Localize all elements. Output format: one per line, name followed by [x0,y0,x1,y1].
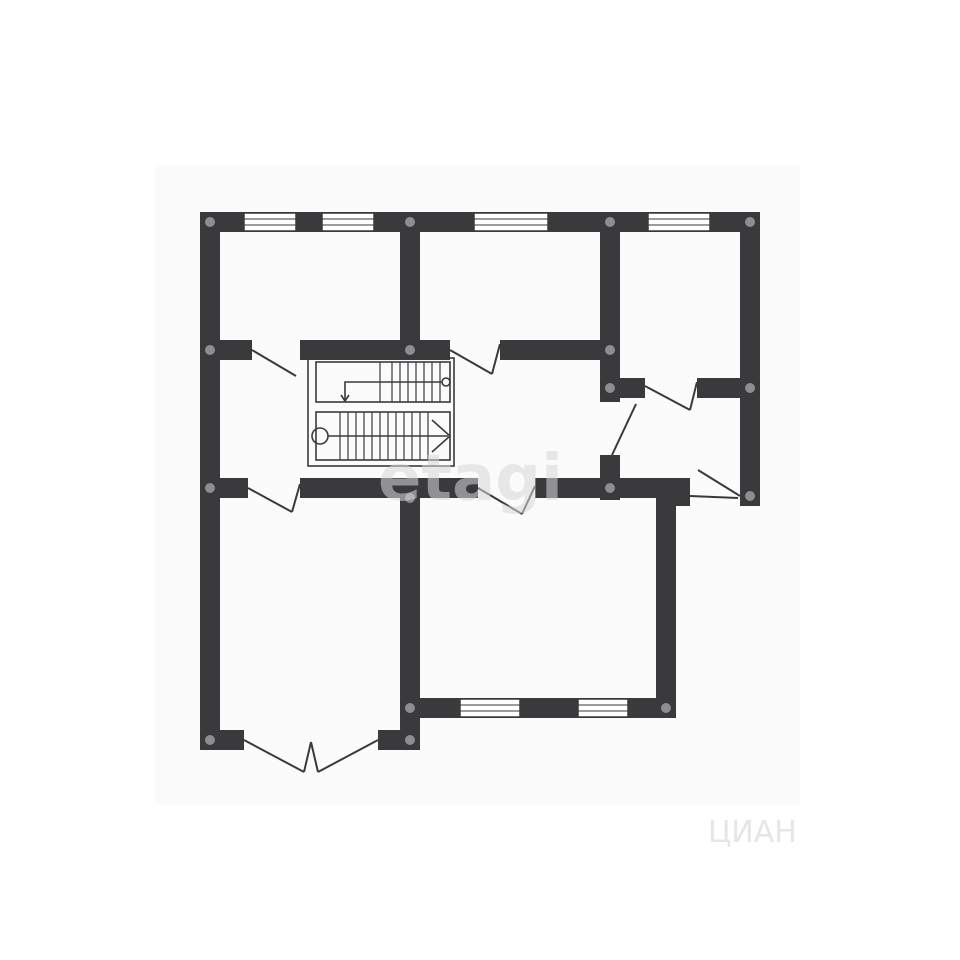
door-6 [611,403,637,456]
wall-bottom-left-b [378,730,420,750]
wall-h-480-a [200,478,248,498]
door-3 [491,343,501,375]
wall-nodes [205,217,755,745]
stair-arrow-upper [340,394,350,403]
wall-v-lower [400,478,420,750]
entry-door-left-end [303,741,312,773]
window-top-2 [321,212,375,232]
wall-h-340-c [500,340,620,360]
door-2 [449,349,493,375]
wall-v-lower-right-cap [668,486,690,506]
watermark-center: etagi [378,442,563,516]
watermark-corner: ЦИАН [708,815,797,850]
wall-right [740,212,760,506]
window-bottom-1 [459,698,521,718]
door-4 [644,385,691,411]
door-12 [697,469,741,497]
door-10 [521,485,536,515]
door-8 [291,483,301,513]
wall-h-340-a [200,340,252,360]
door-7 [247,487,293,513]
walls [200,212,760,750]
wall-v-lower-right [656,478,676,718]
door-11 [689,495,739,499]
door-9 [477,487,523,515]
wall-bottom-middle [400,698,676,718]
wall-v-top-1 [400,212,420,358]
entry-door-right-end [310,741,319,773]
entry-door-left [243,739,305,773]
doors [243,343,741,773]
entry-door-right [317,739,379,773]
staircase [307,357,455,467]
door-5 [689,381,698,411]
wall-bottom-left-a [200,730,244,750]
stair-path-upper [344,381,442,400]
wall-h-380-a [600,378,645,398]
stair-arrow-lower [431,419,452,453]
window-top-4 [647,212,711,232]
door-1 [251,349,297,377]
wall-v-top-2 [600,212,620,402]
wall-h-340-b [300,340,450,360]
wall-h-480-b [300,478,478,498]
window-top-3 [473,212,549,232]
window-top-1 [243,212,297,232]
wall-h-380-b [697,378,760,398]
windows [243,212,711,718]
window-bottom-2 [577,698,629,718]
